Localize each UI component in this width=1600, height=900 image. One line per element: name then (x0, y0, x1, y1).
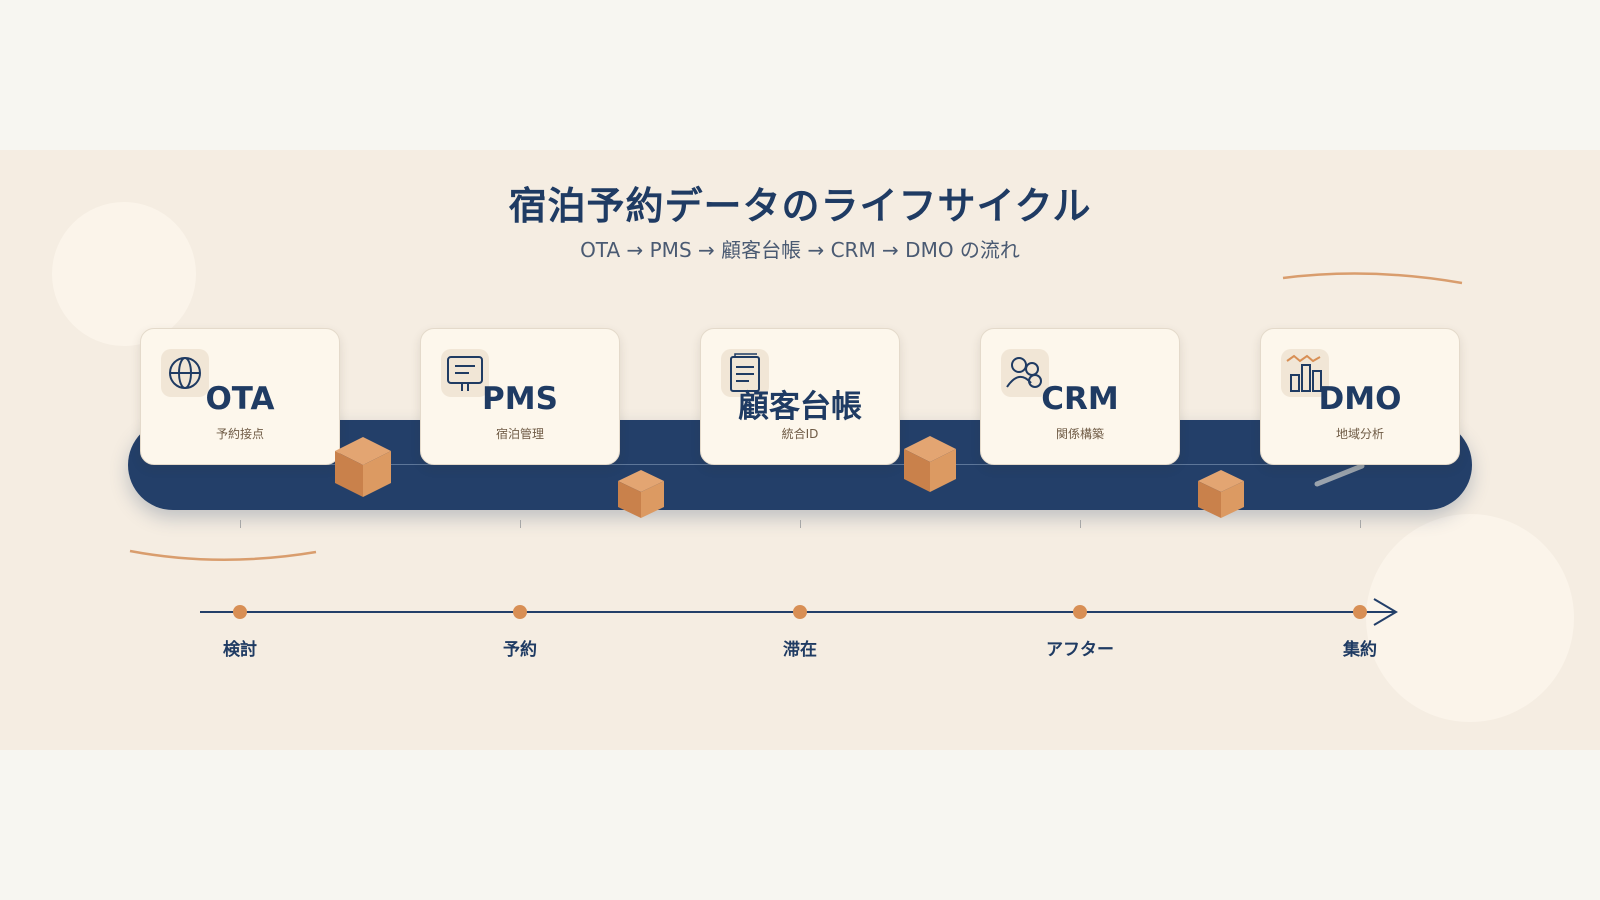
belt-tick (240, 520, 241, 528)
card-title: CRM (1041, 381, 1119, 417)
monitor-icon (441, 349, 489, 397)
card-dmo: DMO 地域分析 (1260, 328, 1460, 465)
timeline-stage-label: 滞在 (783, 640, 817, 660)
timeline-stage-label: 予約 (503, 640, 537, 660)
document-icon (721, 349, 769, 397)
bar-chart-icon (1281, 349, 1329, 397)
diagram-title: 宿泊予約データのライフサイクル (508, 184, 1092, 228)
timeline-dot (513, 605, 527, 619)
data-box-icon (335, 437, 391, 497)
card-subtitle: 関係構築 (1055, 427, 1104, 441)
card-crm: CRM 関係構築 (980, 328, 1180, 465)
card-subtitle: 統合ID (781, 427, 819, 441)
globe-icon (161, 349, 209, 397)
belt-tick (1360, 520, 1361, 528)
card-title: OTA (205, 381, 275, 417)
timeline-dot (1073, 605, 1087, 619)
timeline-dot (1353, 605, 1367, 619)
timeline-stage-label: 検討 (223, 640, 257, 660)
timeline-dot (793, 605, 807, 619)
card-pms: PMS 宿泊管理 (420, 328, 620, 465)
card-title: DMO (1318, 381, 1402, 417)
timeline-arrowhead-icon (1373, 598, 1398, 626)
belt-tick (520, 520, 521, 528)
belt-tick (1080, 520, 1081, 528)
timeline-dot (233, 605, 247, 619)
decor-circle-right (1366, 514, 1574, 722)
timeline-stage-label: アフター (1046, 640, 1114, 660)
users-icon (1001, 349, 1049, 397)
card-subtitle: 予約接点 (215, 427, 264, 441)
diagram-panel: 宿泊予約データのライフサイクル OTA → PMS → 顧客台帳 → CRM →… (0, 150, 1600, 750)
data-box-icon (904, 436, 956, 492)
timeline-stage-label: 集約 (1343, 640, 1377, 660)
data-box-icon (618, 470, 664, 518)
diagram-subtitle: OTA → PMS → 顧客台帳 → CRM → DMO の流れ (580, 238, 1020, 262)
decor-arcs (129, 272, 1463, 561)
belt-tick (800, 520, 801, 528)
card-subtitle: 地域分析 (1335, 427, 1384, 441)
decor-circle-left (52, 202, 196, 346)
card-ota: OTA 予約接点 (140, 328, 340, 465)
data-box-icon (1198, 470, 1244, 518)
belt-scanner-mark (1314, 463, 1365, 487)
card-customer-ledger: 顧客台帳 統合ID (700, 328, 900, 465)
card-subtitle: 宿泊管理 (495, 427, 544, 441)
card-title: 顧客台帳 (738, 389, 862, 425)
card-title: PMS (482, 381, 558, 417)
